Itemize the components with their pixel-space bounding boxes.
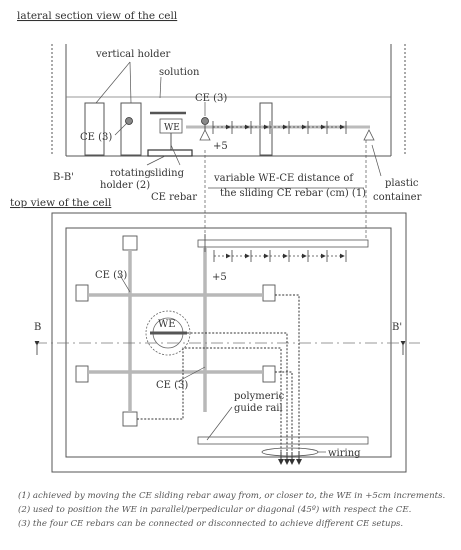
label-we-top: WE — [158, 319, 176, 330]
wiring-lines — [137, 294, 300, 452]
ce-node-right — [201, 117, 209, 125]
rotating-circle-outer — [145, 310, 191, 356]
increment-ticks-top — [204, 234, 347, 262]
ce-rebars — [88, 246, 263, 412]
label-ce-left: CE (3) — [80, 132, 112, 143]
label-variable-1: variable WE-CE distance of — [213, 173, 354, 184]
label-plastic-1: plastic — [385, 178, 419, 189]
label-vertical-holder: vertical holder — [95, 49, 170, 60]
guide-rail-bottom — [197, 436, 369, 445]
label-rail-1: polymeric — [234, 391, 285, 402]
top-container-inner — [65, 227, 392, 458]
top-container-outer — [51, 212, 407, 473]
lateral-container — [51, 44, 406, 157]
label-rotating-1: rotating — [110, 168, 151, 179]
wiring-bundle — [261, 447, 319, 457]
label-b-left: B — [34, 322, 41, 333]
label-plus5-top: +5 — [212, 272, 227, 283]
vertical-holder-right — [120, 102, 142, 156]
label-b-right: B' — [392, 322, 402, 333]
footnotes: (1) achieved by moving the CE sliding re… — [18, 489, 458, 531]
label-we-lateral: WE — [164, 123, 180, 133]
footnote-2: (2) used to position the WE in parallel/… — [18, 505, 412, 515]
label-ce-lower: CE (3) — [156, 380, 188, 391]
label-sliding-1: sliding — [150, 168, 185, 179]
lateral-title: lateral section view of the cell — [17, 10, 178, 22]
label-ce-top: CE (3) — [195, 93, 227, 104]
label-rail-2: guide rail — [234, 403, 283, 414]
increment-ticks-lateral — [212, 121, 347, 134]
ce-pads — [75, 235, 276, 427]
footnote-3: (3) the four CE rebars can be connected … — [18, 519, 404, 529]
wiring-arrows — [278, 452, 302, 465]
label-plastic-2: container — [373, 192, 422, 203]
label-section: B-B' — [53, 172, 74, 183]
label-wiring: wiring — [328, 448, 361, 459]
label-plus5-lateral: +5 — [213, 141, 228, 152]
label-rotating-2: holder (2) — [100, 180, 150, 191]
label-solution: solution — [159, 67, 200, 78]
rotating-holder — [147, 149, 193, 157]
guide-rail-top — [197, 239, 369, 248]
label-sliding-2: CE rebar — [151, 192, 197, 203]
label-variable-2: the sliding CE rebar (cm) (1) — [220, 188, 366, 199]
vertical-holder-left — [84, 102, 105, 156]
footnote-1: (1) achieved by moving the CE sliding re… — [18, 491, 446, 501]
label-ce-upper: CE (3) — [95, 270, 127, 281]
top-title: top view of the cell — [10, 197, 112, 209]
ce-node-left — [125, 117, 133, 125]
